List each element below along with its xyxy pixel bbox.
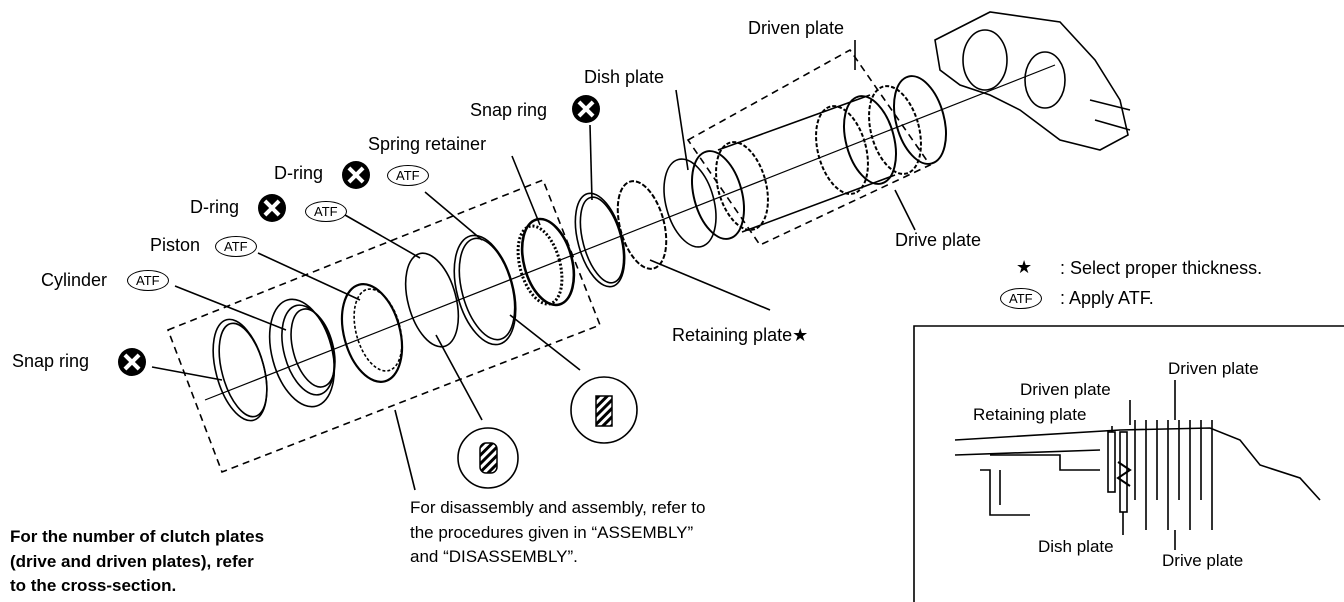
piston-part <box>340 283 404 383</box>
atf-badge: ATF <box>387 165 429 186</box>
do-not-reuse-icon <box>572 95 600 123</box>
label-dish-plate: Dish plate <box>584 67 665 87</box>
atf-badge: ATF <box>305 201 347 222</box>
xs-label-driven-plate-mid: Driven plate <box>1020 380 1111 399</box>
transmission-housing-part <box>934 11 1129 151</box>
snap-ring-top-part <box>574 192 626 288</box>
legend-atf-text: : Apply ATF. <box>1060 288 1154 308</box>
label-piston: Piston <box>150 235 201 255</box>
callout-circle-d-ring <box>457 427 519 489</box>
xs-label-retaining-plate: Retaining plate <box>973 405 1087 424</box>
xs-label-drive-plate: Drive plate <box>1162 551 1244 570</box>
xs-label-dish-plate: Dish plate <box>1038 537 1114 556</box>
atf-badge: ATF <box>215 236 257 257</box>
dashed-plate-group-box <box>686 48 932 247</box>
do-not-reuse-icon <box>342 161 370 189</box>
label-retaining-plate: Retaining plate★ <box>672 325 809 345</box>
label-cylinder: Cylinder <box>41 270 108 290</box>
dish-plate-part <box>663 158 717 248</box>
do-not-reuse-icon <box>258 194 286 222</box>
label-d-ring-1: D-ring <box>274 163 324 183</box>
clutch-plates-note: For the number of clutch plates (drive a… <box>10 527 265 596</box>
cross-section-inset <box>913 325 1344 602</box>
procedure-note: For disassembly and assembly, refer to t… <box>410 498 706 567</box>
label-spring-retainer: Spring retainer <box>368 134 487 154</box>
d-ring-2-part <box>453 234 517 346</box>
legend-star-text: : Select proper thickness. <box>1060 258 1263 278</box>
label-driven-plate: Driven plate <box>748 18 845 38</box>
xs-label-driven-plate-top: Driven plate <box>1168 359 1259 378</box>
callout-circle-spring-retainer <box>570 376 638 444</box>
dashed-piston-group-box <box>166 178 602 474</box>
retaining-plate-part <box>616 180 668 270</box>
label-snap-ring-left: Snap ring <box>12 351 90 371</box>
spring-retainer-part <box>520 217 576 307</box>
atf-badge: ATF <box>127 270 169 291</box>
d-ring-1-part <box>404 252 460 348</box>
star-icon: ★ <box>1016 257 1033 277</box>
label-snap-ring-top: Snap ring <box>470 100 548 120</box>
label-drive-plate: Drive plate <box>895 230 982 250</box>
do-not-reuse-icon <box>118 348 146 376</box>
atf-badge: ATF <box>1000 288 1042 309</box>
label-d-ring-2: D-ring <box>190 197 240 217</box>
